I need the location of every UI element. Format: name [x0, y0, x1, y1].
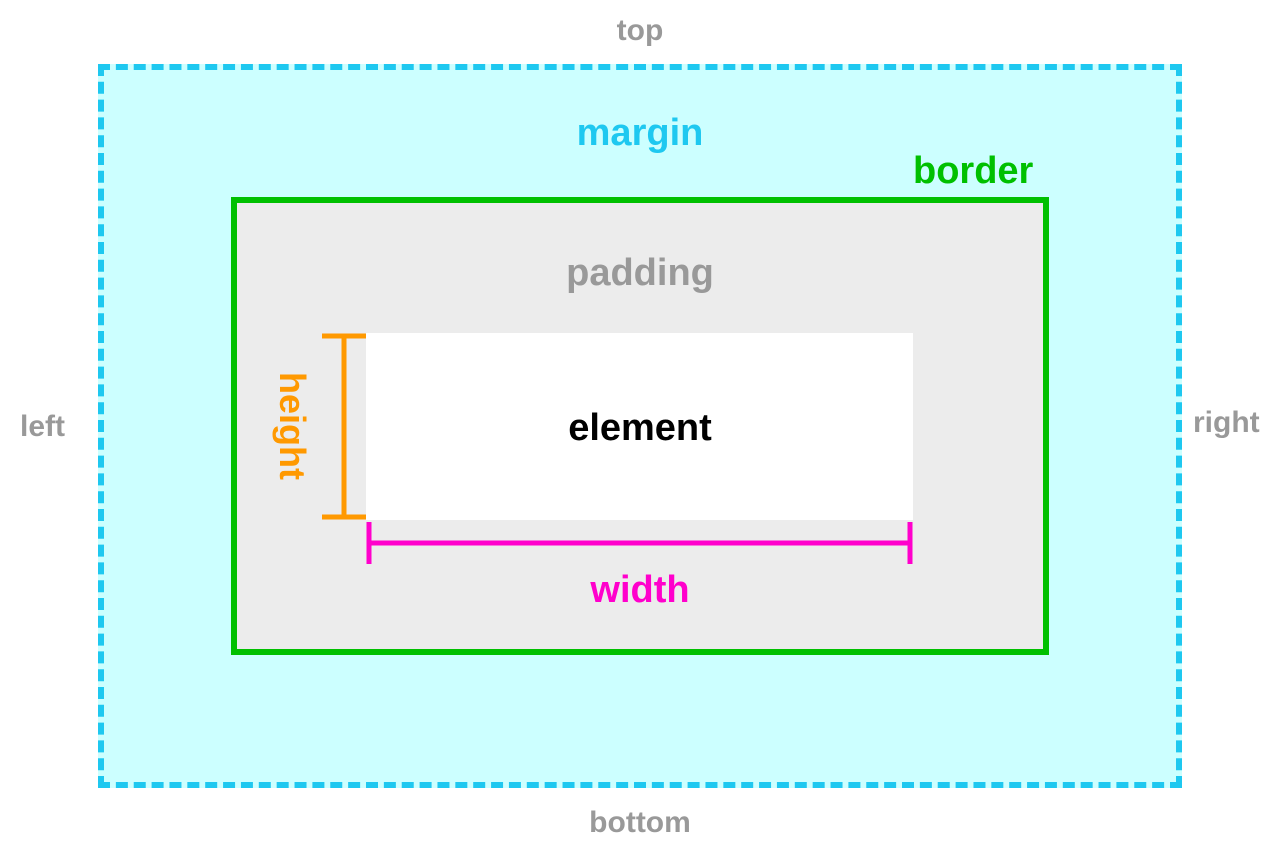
- height-marker: [322, 333, 366, 520]
- bottom-label: bottom: [589, 806, 691, 839]
- element-area: [366, 333, 913, 520]
- left-label: left: [20, 410, 65, 443]
- border-label: border: [913, 150, 1034, 192]
- padding-label: padding: [566, 252, 714, 294]
- width-label: width: [590, 569, 690, 611]
- element-label: element: [568, 407, 712, 449]
- margin-label: margin: [576, 112, 704, 154]
- width-marker: [366, 522, 913, 564]
- right-label: right: [1193, 406, 1260, 439]
- height-label: height: [272, 372, 313, 480]
- top-label: top: [616, 14, 664, 47]
